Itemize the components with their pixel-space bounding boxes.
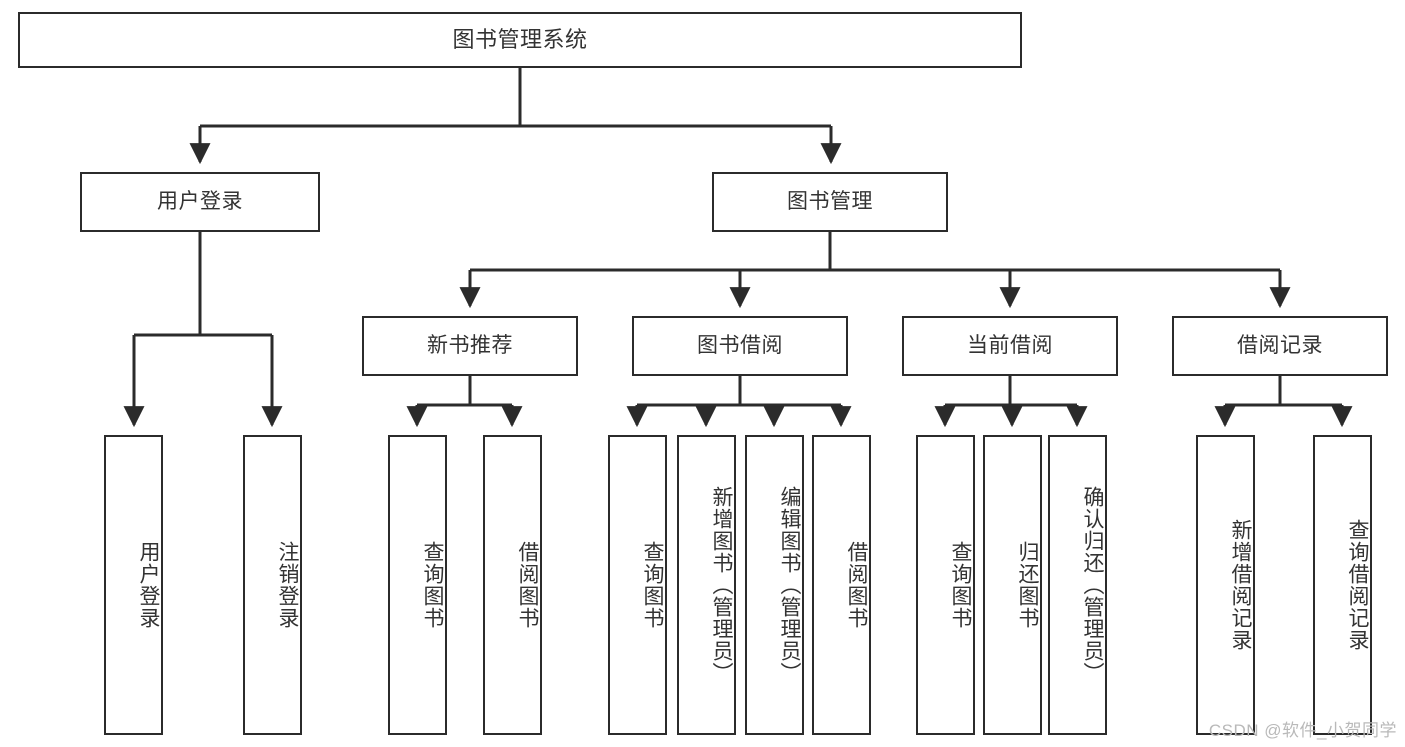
node-query-book-3-label: 查询图书 xyxy=(949,541,972,629)
node-user-login-leaf[interactable]: 用户登录 xyxy=(104,435,163,735)
node-confirm-return-admin-label: 确认归还（管理员） xyxy=(1081,486,1104,684)
node-user-login-label: 用户登录 xyxy=(157,190,243,214)
node-borrow-record-label: 借阅记录 xyxy=(1237,334,1323,358)
node-root-label: 图书管理系统 xyxy=(452,26,588,52)
node-return-book-label: 归还图书 xyxy=(1016,541,1039,629)
node-book-management[interactable]: 图书管理 xyxy=(712,172,948,232)
node-user-logout-leaf[interactable]: 注销登录 xyxy=(243,435,302,735)
node-return-book[interactable]: 归还图书 xyxy=(983,435,1042,735)
node-new-book-recommend-label: 新书推荐 xyxy=(427,334,513,358)
node-add-borrow-record-label: 新增借阅记录 xyxy=(1229,519,1252,651)
node-current-borrow[interactable]: 当前借阅 xyxy=(902,316,1118,376)
node-query-book-2[interactable]: 查询图书 xyxy=(608,435,667,735)
node-edit-book-admin-label: 编辑图书（管理员） xyxy=(778,486,801,684)
node-borrow-book-2[interactable]: 借阅图书 xyxy=(812,435,871,735)
node-add-book-admin-label: 新增图书（管理员） xyxy=(710,486,733,684)
node-user-logout-leaf-label: 注销登录 xyxy=(276,541,299,629)
node-add-book-admin[interactable]: 新增图书（管理员） xyxy=(677,435,736,735)
node-root[interactable]: 图书管理系统 xyxy=(18,12,1022,68)
node-book-borrow[interactable]: 图书借阅 xyxy=(632,316,848,376)
watermark: CSDN @软件_小贺同学 xyxy=(1208,721,1397,740)
node-user-login[interactable]: 用户登录 xyxy=(80,172,320,232)
node-borrow-record[interactable]: 借阅记录 xyxy=(1172,316,1388,376)
node-book-management-label: 图书管理 xyxy=(787,190,873,214)
node-query-book-3[interactable]: 查询图书 xyxy=(916,435,975,735)
node-edit-book-admin[interactable]: 编辑图书（管理员） xyxy=(745,435,804,735)
node-borrow-book-2-label: 借阅图书 xyxy=(845,541,868,629)
node-new-book-recommend[interactable]: 新书推荐 xyxy=(362,316,578,376)
node-borrow-book-1-label: 借阅图书 xyxy=(516,541,539,629)
node-add-borrow-record[interactable]: 新增借阅记录 xyxy=(1196,435,1255,735)
node-query-borrow-record[interactable]: 查询借阅记录 xyxy=(1313,435,1372,735)
node-current-borrow-label: 当前借阅 xyxy=(967,334,1053,358)
node-query-book-1-label: 查询图书 xyxy=(421,541,444,629)
node-user-login-leaf-label: 用户登录 xyxy=(137,541,160,629)
node-query-book-2-label: 查询图书 xyxy=(641,541,664,629)
node-borrow-book-1[interactable]: 借阅图书 xyxy=(483,435,542,735)
node-query-borrow-record-label: 查询借阅记录 xyxy=(1346,519,1369,651)
node-confirm-return-admin[interactable]: 确认归还（管理员） xyxy=(1048,435,1107,735)
node-query-book-1[interactable]: 查询图书 xyxy=(388,435,447,735)
node-book-borrow-label: 图书借阅 xyxy=(697,334,783,358)
